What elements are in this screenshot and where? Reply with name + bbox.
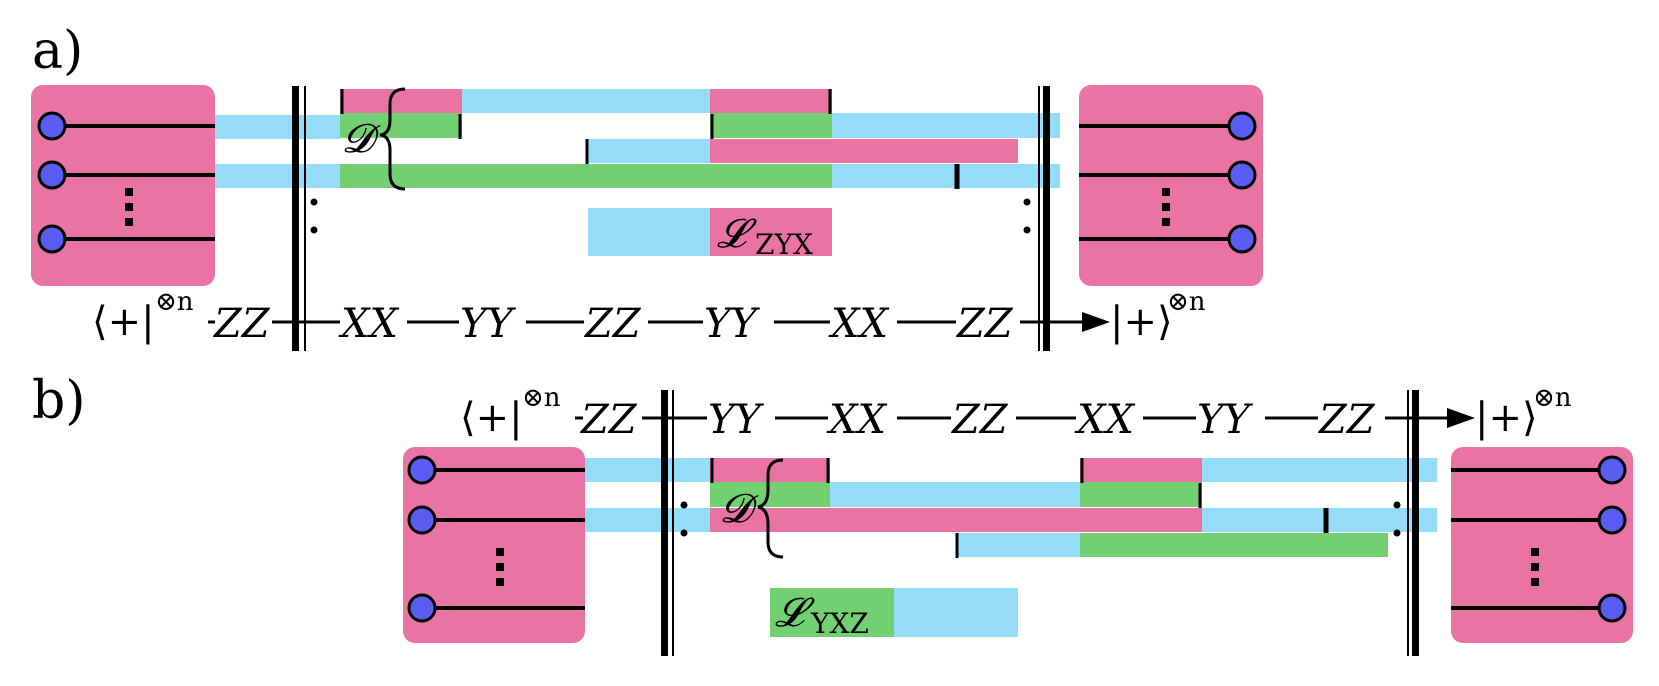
bar-blue <box>215 115 340 139</box>
panel-b-bars <box>585 458 1437 637</box>
bar-blue <box>215 164 340 188</box>
vertical-ellipsis <box>125 188 133 226</box>
panel-b-boundary-left <box>661 390 688 656</box>
bar-green <box>1080 533 1388 557</box>
bar-blue <box>958 533 1080 557</box>
panel-a-right-state-box <box>1079 85 1263 286</box>
seq-label: YY <box>1197 397 1253 443</box>
bar-green <box>1080 482 1202 507</box>
seq-label: YY <box>460 301 516 347</box>
state-box <box>1079 85 1263 286</box>
seq-label: XX <box>338 301 399 347</box>
bar-blue <box>585 508 710 532</box>
panel-a-boundary-right <box>1023 86 1050 351</box>
bar-blue <box>588 208 710 256</box>
bar-blue <box>832 113 1060 138</box>
panel-b-ticks <box>710 458 1329 558</box>
seq-label: ZZ <box>212 301 271 347</box>
bra-text: ⟨+| <box>460 395 523 441</box>
bar-blue <box>1202 458 1437 482</box>
sequence-labels: ZZ XX YY ZZ YY XX ZZ <box>212 301 1014 347</box>
seq-label: ZZ <box>1317 397 1376 443</box>
bar-pink <box>710 89 832 113</box>
bar-green <box>710 113 832 138</box>
l-subscript: ZYX <box>755 228 813 261</box>
bar-green <box>770 588 894 637</box>
seq-label: ZZ <box>579 397 638 443</box>
panel-a-boundary-left <box>292 86 318 351</box>
ket-exponent: ⊗n <box>1167 287 1206 317</box>
bar-pink <box>340 89 462 113</box>
bar-blue <box>588 139 710 163</box>
qubit-node <box>407 505 437 535</box>
state-box <box>1451 447 1633 643</box>
qubit-node <box>1597 593 1627 623</box>
bar-green <box>710 482 830 507</box>
panel-b-label: b) <box>32 371 86 431</box>
panel-b-left-state-box <box>403 447 585 643</box>
vertical-ellipsis <box>496 548 504 586</box>
bar-green <box>340 164 832 188</box>
bar-green <box>340 113 462 138</box>
qubit-node <box>1597 505 1627 535</box>
bra-text: ⟨+| <box>92 299 155 345</box>
arrow-head <box>1082 312 1110 332</box>
l-subscript: YXZ <box>810 607 869 640</box>
qubit-node <box>407 455 437 485</box>
state-box <box>31 85 215 286</box>
bar-blue <box>1202 508 1437 532</box>
panel-b-right-state-box <box>1451 447 1633 643</box>
bra-exponent: ⊗n <box>155 287 194 317</box>
panel-b: b) <box>32 371 1633 656</box>
bar-pink <box>1080 458 1202 482</box>
panel-a-bars <box>215 89 1060 256</box>
bar-blue <box>894 588 1018 637</box>
brace <box>757 458 784 559</box>
seq-label: YY <box>708 397 764 443</box>
qubit-node <box>407 593 437 623</box>
ket-text: |+⟩ <box>1475 395 1538 441</box>
vertical-ellipsis <box>1531 548 1539 586</box>
vertical-ellipsis <box>1162 188 1170 226</box>
qubit-node <box>1227 160 1257 190</box>
qubit-node <box>1227 111 1257 141</box>
seq-label: ZZ <box>955 301 1014 347</box>
ket-text: |+⟩ <box>1110 299 1173 345</box>
qubit-node <box>1597 455 1627 485</box>
panel-a-label: a) <box>32 21 83 81</box>
bar-blue <box>830 482 1080 507</box>
seq-label: XX <box>1074 397 1135 443</box>
panel-b-boundary-right <box>1393 390 1419 656</box>
seq-label: XX <box>828 301 889 347</box>
bar-blue <box>832 164 1060 188</box>
panel-a-ticks <box>340 89 960 189</box>
qubit-node <box>37 111 67 141</box>
bar-pink <box>710 139 1018 163</box>
ket-exponent: ⊗n <box>1533 383 1572 413</box>
bar-blue <box>462 89 710 113</box>
sequence-labels: ZZ YY XX ZZ XX YY ZZ <box>579 397 1376 443</box>
qubit-node <box>1227 224 1257 254</box>
qubit-node <box>37 224 67 254</box>
seq-label: XX <box>826 397 887 443</box>
arrow-head <box>1447 408 1475 428</box>
brace <box>379 87 406 191</box>
panel-b-sequence: ⟨+| ⊗n ZZ YY XX ZZ XX YY ZZ |+⟩ ⊗n <box>460 383 1572 443</box>
panel-a-left-state-box <box>31 85 215 286</box>
bar-pink <box>710 508 1202 532</box>
seq-label: ZZ <box>583 301 642 347</box>
seq-label: YY <box>704 301 760 347</box>
panel-a-sequence: ⟨+| ⊗n ZZ XX YY ZZ YY XX ZZ |+⟩ ⊗n <box>92 287 1206 347</box>
panel-a: a) <box>31 21 1263 351</box>
bar-blue <box>585 458 710 482</box>
bar-pink <box>710 208 832 256</box>
qubit-node <box>37 160 67 190</box>
bra-exponent: ⊗n <box>522 383 561 413</box>
state-box <box>403 447 585 643</box>
seq-label: ZZ <box>950 397 1009 443</box>
